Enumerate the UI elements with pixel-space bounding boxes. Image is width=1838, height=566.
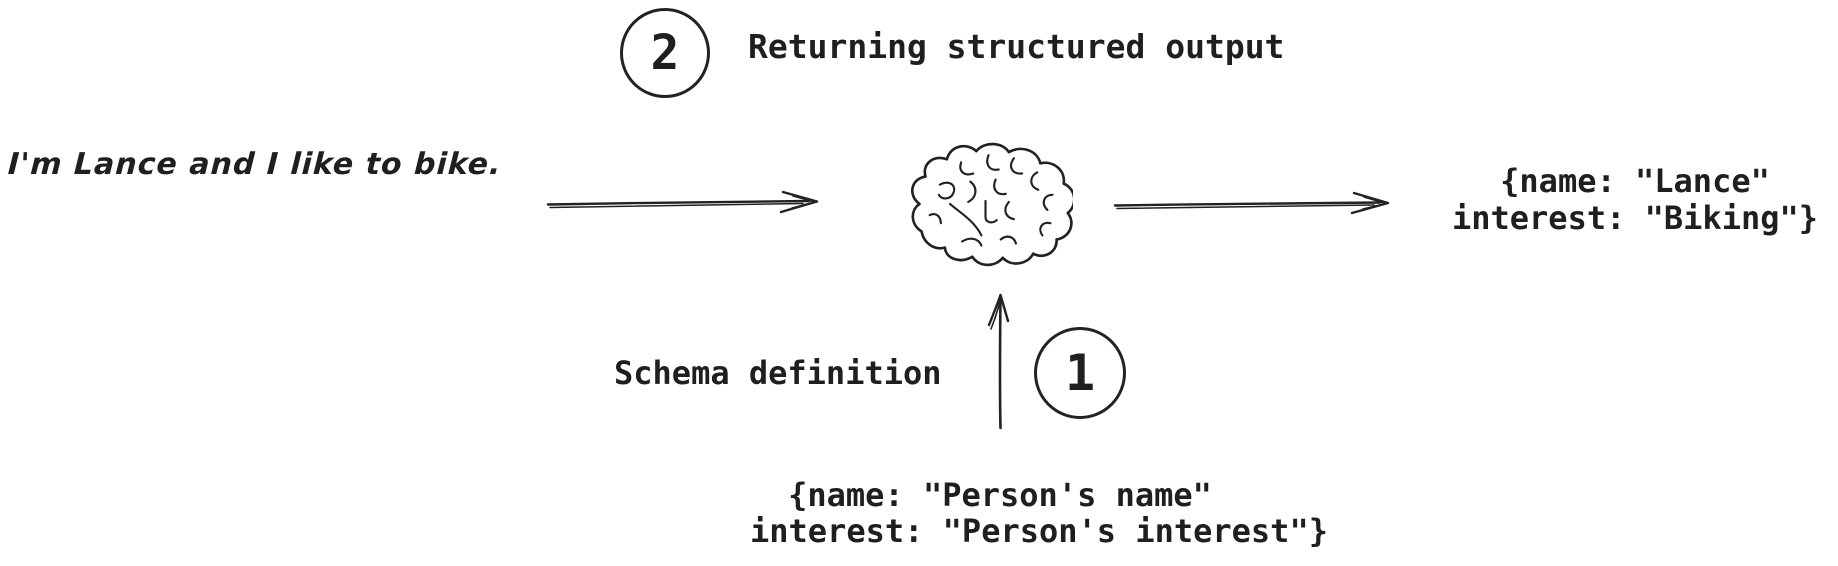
schema-definition-text: {name: "Person's name" interest: "Person… bbox=[750, 476, 1328, 550]
schema-line-1: {name: "Person's name" bbox=[788, 476, 1212, 514]
step-1-number: 1 bbox=[1064, 344, 1096, 402]
schema-definition-label: Schema definition bbox=[614, 354, 942, 392]
step-2-number: 2 bbox=[650, 25, 680, 81]
user-input-text: I'm Lance and I like to bike. bbox=[7, 147, 503, 182]
arrow-up-icon bbox=[987, 293, 1010, 430]
step-2-title: Returning structured output bbox=[748, 27, 1285, 66]
step-2-badge: 2 bbox=[620, 8, 710, 98]
structured-output-text: {name: "Lance" interest: "Biking"} bbox=[1430, 163, 1838, 237]
arrow-right-icon bbox=[546, 190, 819, 214]
arrow-right-icon bbox=[1113, 191, 1390, 215]
brain-icon bbox=[911, 142, 1073, 267]
schema-line-2: interest: "Person's interest"} bbox=[750, 512, 1328, 550]
step-1-badge: 1 bbox=[1034, 327, 1126, 419]
output-line-1: {name: "Lance" bbox=[1500, 162, 1770, 200]
output-line-2: interest: "Biking"} bbox=[1451, 199, 1819, 237]
